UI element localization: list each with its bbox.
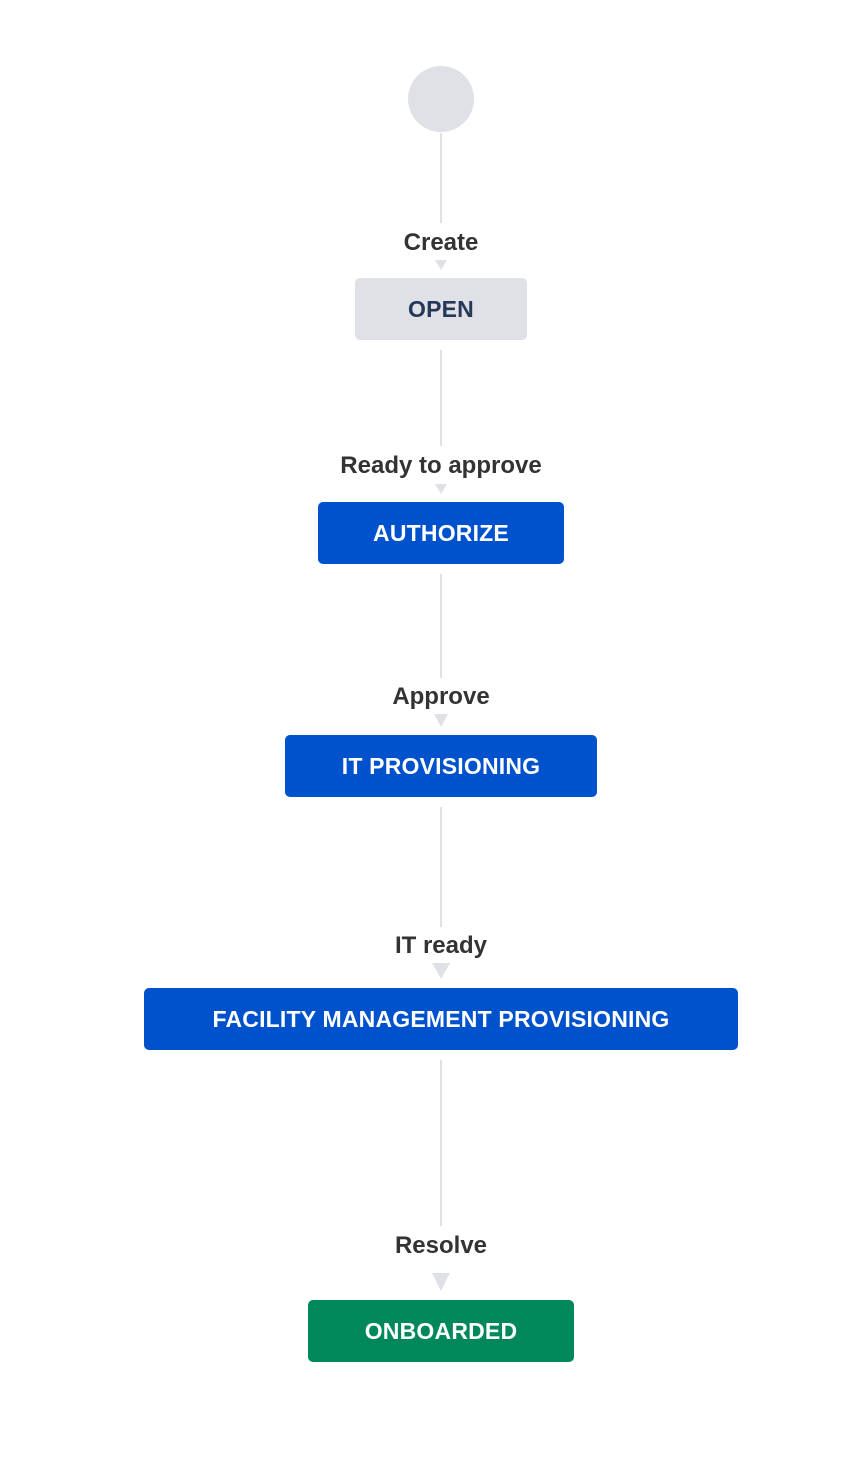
arrow-head-icon bbox=[435, 260, 447, 270]
transition-label-resolve[interactable]: Resolve bbox=[394, 1232, 488, 1259]
transition-label-approve[interactable]: Approve bbox=[392, 683, 490, 710]
transition-label-create[interactable]: Create bbox=[403, 229, 479, 256]
connector-line bbox=[440, 350, 442, 446]
arrow-head-icon bbox=[435, 484, 447, 494]
status-authorize[interactable]: AUTHORIZE bbox=[318, 502, 564, 564]
connector-line bbox=[440, 1060, 442, 1226]
status-facility-management-provisioning[interactable]: FACILITY MANAGEMENT PROVISIONING bbox=[144, 988, 738, 1050]
connector-line bbox=[440, 574, 442, 678]
arrow-head-icon bbox=[432, 1273, 450, 1291]
transition-label-it-ready[interactable]: IT ready bbox=[394, 932, 488, 959]
status-it-provisioning[interactable]: IT PROVISIONING bbox=[285, 735, 597, 797]
status-open[interactable]: OPEN bbox=[355, 278, 527, 340]
arrow-head-icon bbox=[432, 963, 450, 979]
arrow-head-icon bbox=[434, 714, 448, 727]
connector-line bbox=[440, 807, 442, 927]
transition-label-ready-to-approve[interactable]: Ready to approve bbox=[340, 452, 542, 479]
status-onboarded[interactable]: ONBOARDED bbox=[308, 1300, 574, 1362]
connector-line bbox=[440, 133, 442, 223]
start-node bbox=[408, 66, 474, 132]
